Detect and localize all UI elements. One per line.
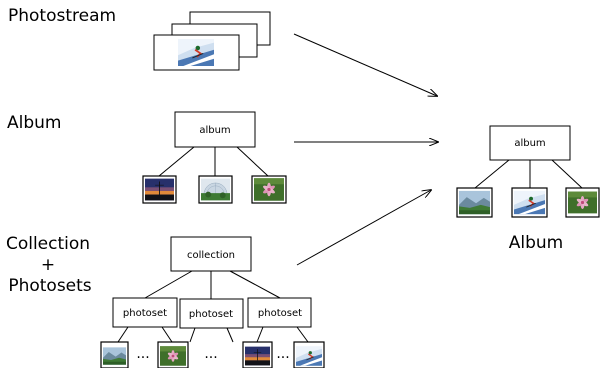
photoset-node-2-label: photoset	[189, 309, 233, 320]
album-tree: album	[142, 111, 287, 204]
photoset-node-1-label: photoset	[123, 308, 167, 319]
valley-thumbnail	[103, 347, 126, 365]
skier-thumbnail	[177, 39, 215, 66]
lily-thumbnail	[254, 178, 284, 201]
album-node-label: album	[199, 125, 230, 136]
photostream-stack	[153, 11, 271, 71]
photostream-label: Photostream	[8, 6, 116, 26]
result-album-node	[489, 125, 571, 161]
arrow-collection	[296, 190, 431, 266]
collection-node	[170, 236, 252, 272]
photosets-label: Photosets	[8, 276, 91, 296]
result-album-tree: album	[456, 125, 600, 218]
plus-label: +	[41, 255, 55, 275]
result-lily-thumbnail	[568, 191, 597, 214]
result-valley-thumbnail	[459, 190, 490, 215]
album-node	[174, 111, 256, 148]
result-album-label: Album	[509, 233, 563, 253]
ellipsis-3: ...	[276, 346, 289, 362]
collection-label: Collection	[6, 234, 90, 254]
photoset-node-3	[247, 297, 312, 328]
dome-thumbnail	[201, 178, 230, 201]
lily-thumbnail-2	[160, 346, 186, 366]
skier-thumbnail-2	[296, 345, 322, 367]
result-album-node-label: album	[514, 138, 545, 149]
photoset-node-3-label: photoset	[258, 308, 302, 319]
ellipsis-2: ...	[204, 346, 217, 362]
arrow-photostream	[293, 33, 437, 96]
collection-tree: collection photoset photoset photoset ..…	[100, 236, 325, 368]
photoset-node-2	[179, 298, 244, 329]
collection-node-label: collection	[187, 250, 235, 261]
sunset-thumbnail-2	[245, 346, 270, 366]
album-label: Album	[7, 113, 61, 133]
result-skier-thumbnail	[514, 190, 545, 215]
photoset-node-1	[112, 297, 178, 328]
sunset-thumbnail	[145, 178, 174, 201]
ellipsis-1: ...	[136, 346, 149, 362]
